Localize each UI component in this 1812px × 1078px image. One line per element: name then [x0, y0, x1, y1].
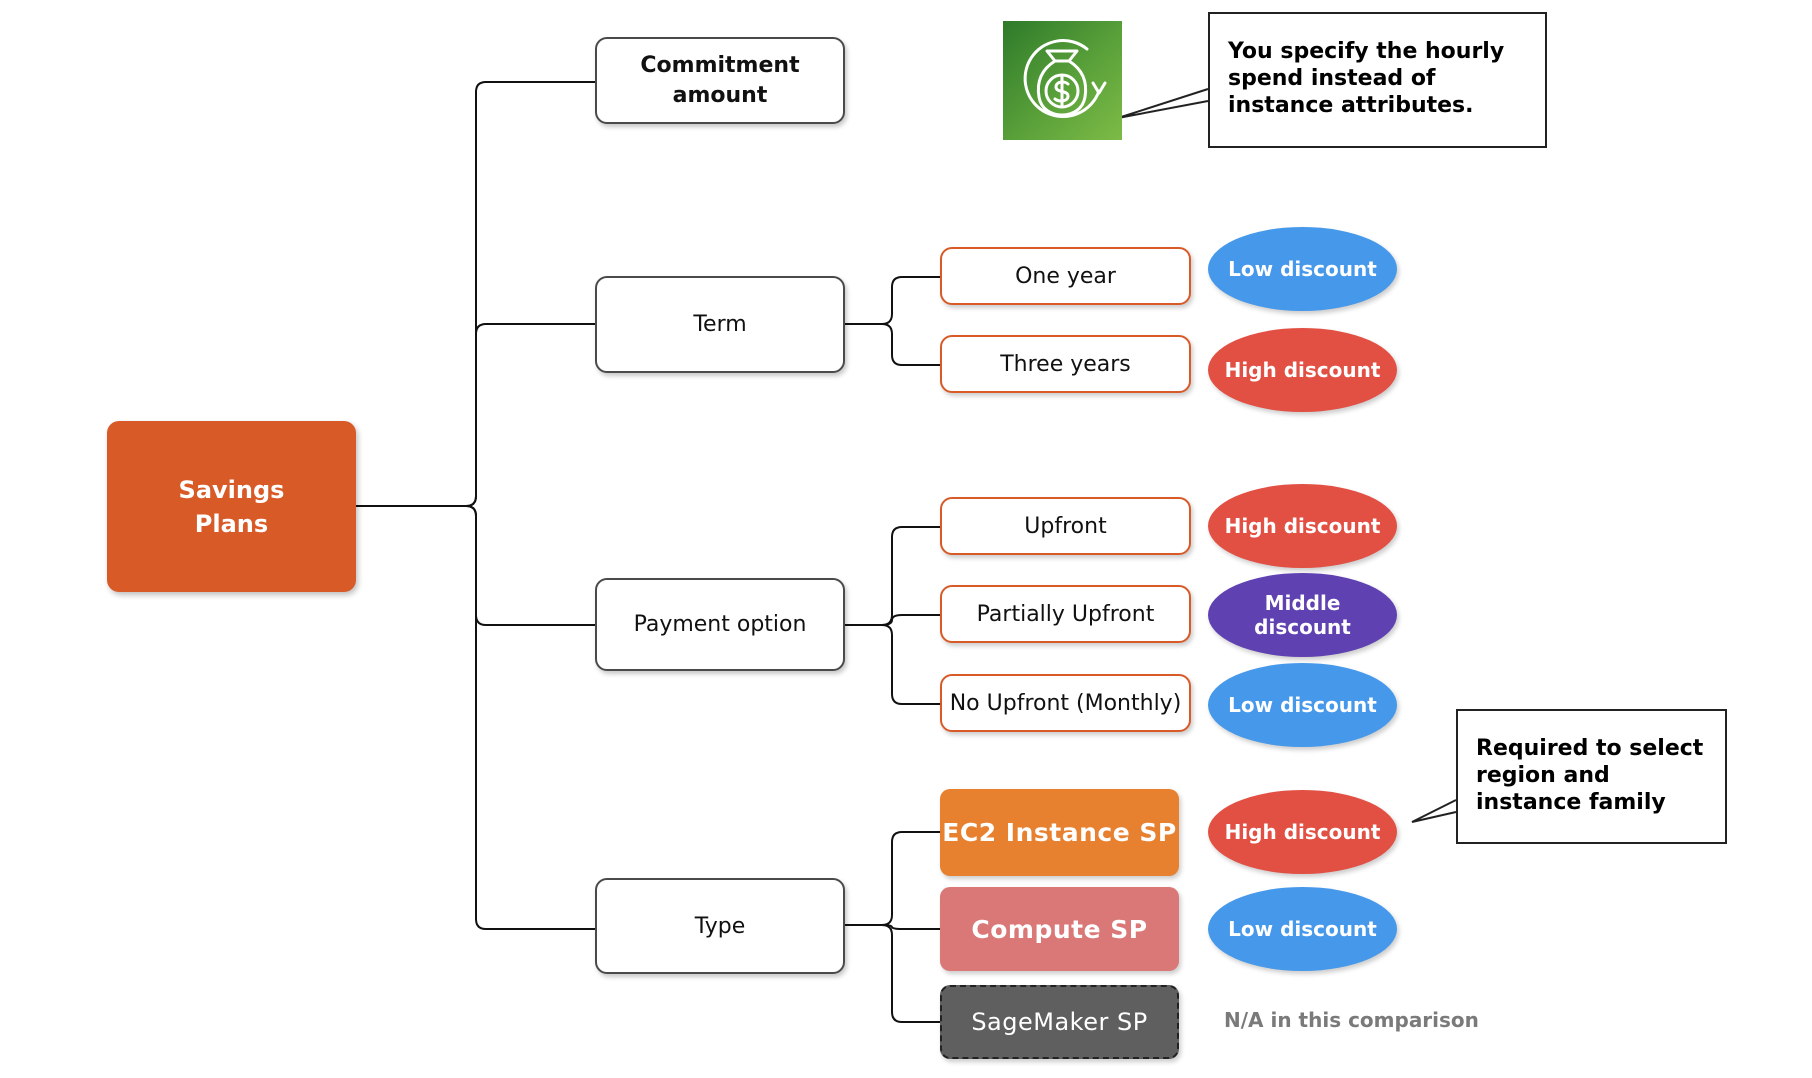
connector-type	[465, 505, 595, 930]
callout-text-line: spend instead of	[1228, 66, 1436, 91]
root-label-line2: Plans	[194, 509, 269, 538]
money-bag-dollar-icon	[1003, 21, 1122, 140]
discount-label: High discount	[1224, 514, 1381, 538]
discount-badge-no-upfront: Low discount	[1208, 663, 1397, 747]
callout-hourly-spend: You specify the hourly spend instead of …	[1208, 12, 1547, 148]
discount-label: High discount	[1224, 820, 1381, 844]
connector-payment	[465, 505, 595, 626]
callout-ec2-requirements: Required to select region and instance f…	[1456, 709, 1727, 844]
callout-text-line: instance family	[1476, 790, 1666, 815]
type-node: Type	[595, 878, 845, 974]
discount-label: High discount	[1224, 358, 1381, 382]
callout-pointer-ec2	[1411, 799, 1457, 823]
type-option-label: Compute SP	[971, 914, 1148, 944]
callout-pointer-hourly	[1117, 88, 1209, 119]
discount-badge-three-years: High discount	[1208, 328, 1397, 412]
payment-option-partially-upfront: Partially Upfront	[940, 585, 1191, 643]
callout-text-line: region and	[1476, 763, 1610, 788]
commitment-amount-node: Commitment amount	[595, 37, 845, 124]
commitment-line2: amount	[672, 82, 768, 108]
connector-commitment	[465, 81, 595, 507]
discount-badge-one-year: Low discount	[1208, 227, 1397, 311]
callout-text-line: You specify the hourly	[1228, 39, 1505, 64]
connector-no-upfront	[881, 624, 940, 705]
payment-option-node: Payment option	[595, 578, 845, 671]
discount-badge-compute-sp: Low discount	[1208, 887, 1397, 971]
term-node: Term	[595, 276, 845, 373]
payment-option-label: Payment option	[633, 612, 807, 637]
payment-option-label: Partially Upfront	[976, 601, 1155, 627]
root-label-line1: Savings	[178, 475, 285, 504]
term-label: Term	[693, 312, 747, 337]
connector-upfront	[845, 526, 940, 626]
type-option-label: EC2 Instance SP	[942, 818, 1177, 847]
payment-option-label: Upfront	[1024, 513, 1107, 539]
discount-badge-ec2-instance-sp: High discount	[1208, 790, 1397, 874]
discount-label: Low discount	[1228, 693, 1377, 717]
discount-badge-partially-upfront: Middle discount	[1208, 573, 1397, 657]
savings-plans-root: Savings Plans	[107, 421, 356, 592]
connector-ec2-sp	[845, 831, 940, 926]
type-option-label: SageMaker SP	[971, 1008, 1148, 1036]
commitment-line1: Commitment	[640, 52, 800, 78]
term-option-one-year: One year	[940, 247, 1191, 305]
term-option-three-years: Three years	[940, 335, 1191, 393]
term-option-label: Three years	[1000, 351, 1131, 377]
connector-sagemaker-sp	[881, 924, 940, 1023]
discount-label-line2: discount	[1254, 615, 1351, 639]
connector-partially-upfront	[881, 614, 940, 626]
type-option-compute-sp: Compute SP	[940, 887, 1179, 971]
payment-option-no-upfront: No Upfront (Monthly)	[940, 674, 1191, 732]
callout-text-line: Required to select	[1476, 736, 1704, 761]
discount-label: Low discount	[1228, 257, 1377, 281]
callout-text-line: instance attributes.	[1228, 93, 1474, 118]
type-label: Type	[694, 913, 746, 939]
type-option-sagemaker-sp: SageMaker SP	[940, 985, 1179, 1059]
connector-one-year	[845, 276, 940, 325]
term-option-label: One year	[1015, 263, 1116, 289]
payment-option-upfront: Upfront	[940, 497, 1191, 555]
discount-label: Low discount	[1228, 917, 1377, 941]
payment-option-label: No Upfront (Monthly)	[949, 690, 1182, 716]
discount-badge-upfront: High discount	[1208, 484, 1397, 568]
type-option-ec2-instance-sp: EC2 Instance SP	[940, 789, 1179, 876]
connector-three-years	[881, 323, 940, 366]
connector-term	[465, 323, 595, 507]
sagemaker-note: N/A in this comparison	[1224, 1008, 1479, 1032]
discount-label-line1: Middle	[1264, 591, 1341, 615]
